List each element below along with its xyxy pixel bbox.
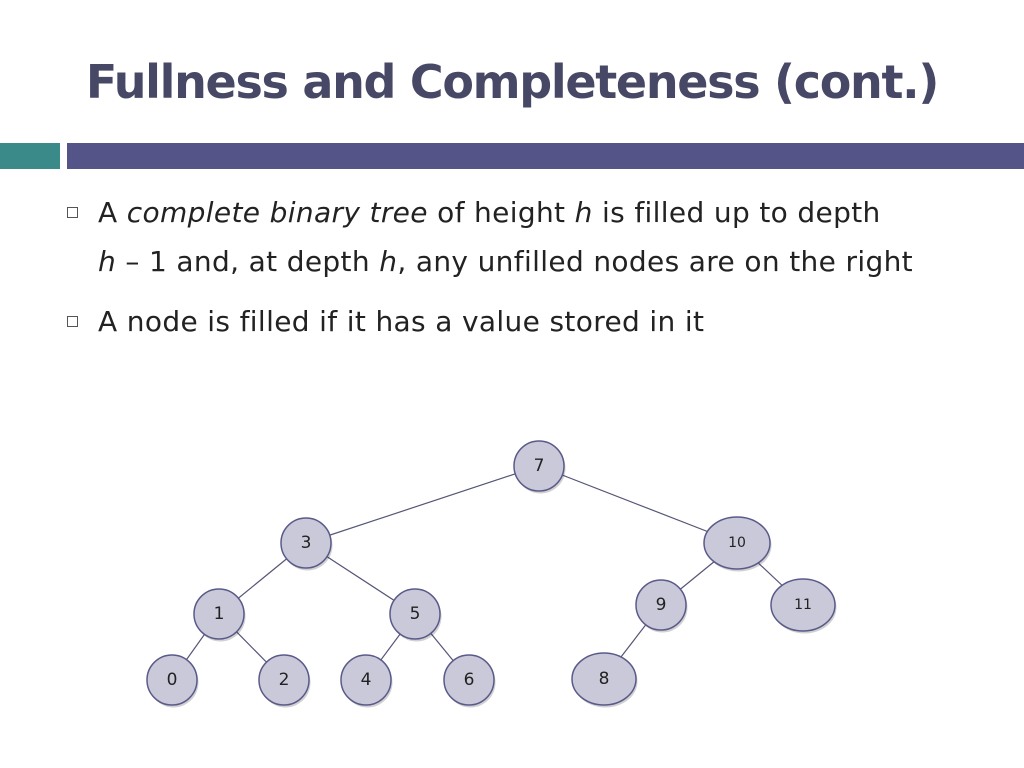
node-circle [193,588,245,640]
square-bullet-icon [67,316,78,327]
title-divider-bar [67,143,1024,169]
tree-node-2: 2 [258,654,311,708]
italic-variable: h [574,196,593,229]
tree-node-7: 7 [513,440,566,494]
tree-node-6: 6 [443,654,496,708]
tree-node-10: 10 [703,516,772,572]
node-label: 7 [534,456,545,476]
tree-node-5: 5 [389,588,442,642]
tree-node-3: 3 [280,517,333,571]
node-circle [443,654,495,706]
node-label: 4 [361,670,372,690]
node-label: 3 [301,533,312,553]
tree-nodes: 7 3 10 1 5 9 11 0 2 4 6 8 [146,440,837,708]
italic-term: complete binary tree [126,196,428,229]
node-circle [280,517,332,569]
text-run: – 1 and, at depth [116,245,380,278]
node-label: 11 [794,597,812,613]
bullet-item: A complete binary tree of height h is fi… [62,188,1002,286]
node-circle [635,579,687,631]
bullet-text: A node is filled if it has a value store… [98,305,705,338]
title-accent-bar [0,143,60,169]
tree-node-4: 4 [340,654,393,708]
text-run: A [98,196,127,229]
text-run: of height [427,196,575,229]
node-label: 5 [410,604,421,624]
tree-node-11: 11 [770,578,837,634]
node-label: 0 [167,670,178,690]
slide-title: Fullness and Completeness (cont.) [85,55,940,109]
tree-edge-7-3 [305,465,540,544]
tree-edge-7-10 [538,465,738,544]
text-run: , any unfilled nodes are on the right [397,245,913,278]
tree-node-0: 0 [146,654,199,708]
node-circle [571,652,637,706]
italic-variable: h [98,245,117,278]
tree-node-1: 1 [193,588,246,642]
square-bullet-icon [67,207,78,218]
tree-edges [171,465,804,681]
node-circle [389,588,441,640]
node-circle [258,654,310,706]
node-circle [703,516,771,570]
italic-variable: h [379,245,398,278]
node-label: 2 [279,670,290,690]
node-label: 6 [464,670,475,690]
node-label: 1 [214,604,225,624]
node-circle [513,440,565,492]
bullet-list: A complete binary tree of height h is fi… [62,188,1002,357]
node-circle [770,578,836,632]
node-circle [340,654,392,706]
text-run: is filled up to depth [592,196,881,229]
node-label: 9 [656,595,667,615]
bullet-item: A node is filled if it has a value store… [62,297,1002,346]
bullet-text: A complete binary tree of height h is fi… [98,196,913,278]
node-circle [146,654,198,706]
node-label: 8 [599,669,610,689]
tree-node-9: 9 [635,579,688,633]
node-label: 10 [728,535,746,551]
tree-node-8: 8 [571,652,638,708]
